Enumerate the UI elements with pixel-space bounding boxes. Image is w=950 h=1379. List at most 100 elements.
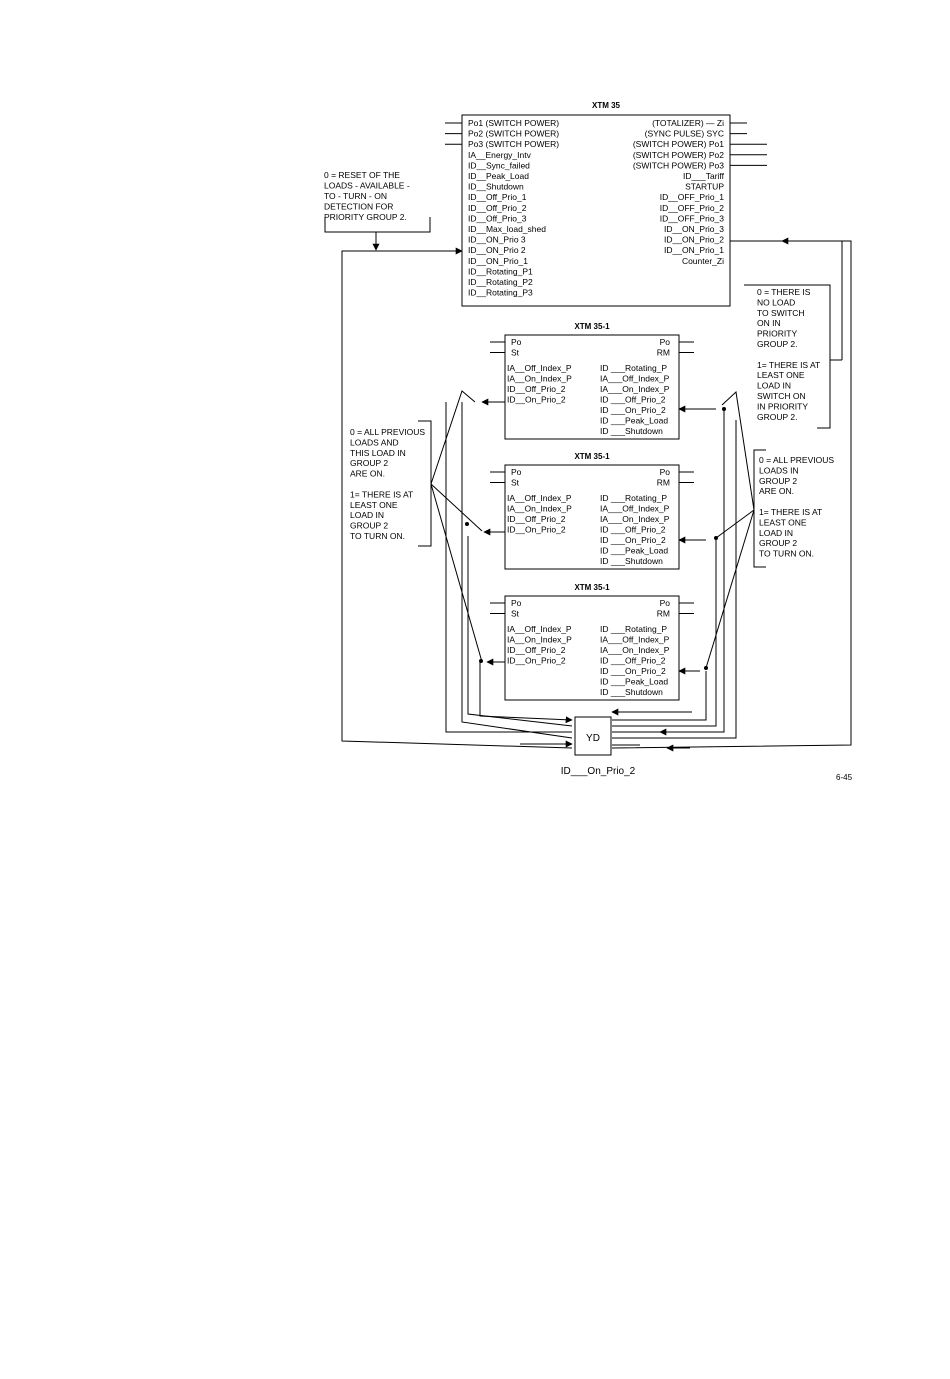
sub-right-pin-label: IA___On_Index_P: [600, 384, 670, 394]
yd-label: YD: [586, 733, 600, 744]
sub-block-title: XTM 35-1: [574, 452, 610, 461]
main-left-pin-label: ID__Sync_failed: [468, 160, 530, 170]
note-line: SWITCH ON: [757, 391, 806, 401]
junction-r2: [714, 536, 718, 540]
sub-left-pin-label: IA__On_Index_P: [507, 504, 572, 514]
main-right-pin-label: ID__ON_Prio_1: [664, 245, 724, 255]
sub-right-top-label: RM: [657, 348, 670, 358]
sub-block-frame: [504, 334, 680, 440]
sub-right-top-label: RM: [657, 478, 670, 488]
note-line: ARE ON.: [759, 486, 794, 496]
sub-right-pin-label: ID ___Off_Prio_2: [600, 656, 666, 666]
main-right-pin-label: Counter_Zi: [682, 256, 724, 266]
wire-l2: [430, 483, 483, 532]
note-line: TO TURN ON.: [350, 531, 405, 541]
sub-left-top-label: Po: [511, 467, 522, 477]
sub-block-frame: [504, 464, 680, 570]
sub-right-pin-label: ID ___Shutdown: [600, 556, 663, 566]
main-left-pin-label: ID__Rotating_P2: [468, 277, 533, 287]
sub-left-pin-label: ID__Off_Prio_2: [507, 384, 566, 394]
sub-right-pin-label: ID ___Rotating_P: [600, 624, 667, 634]
main-right-pin-label: (TOTALIZER) — Zi: [652, 118, 724, 128]
main-left-pin-label: ID__Off_Prio_2: [468, 203, 527, 213]
note-line: ARE ON.: [350, 469, 385, 479]
wire-lc3: [467, 536, 573, 727]
sub-left-pin-label: IA__Off_Index_P: [507, 624, 572, 634]
main-right-pin-label: (SYNC PULSE) SYC: [645, 129, 724, 139]
wire-rc3: [612, 540, 717, 727]
sub-left-pin-label: ID__On_Prio_2: [507, 395, 566, 405]
note-line: LOAD IN: [757, 381, 791, 391]
note-line: 1= THERE IS AT: [757, 360, 820, 370]
sub-right-pin-label: ID ___Peak_Load: [600, 677, 668, 687]
junction-r3: [704, 666, 708, 670]
sub-block: XTM 35-1PoStPoRMIA__Off_Index_PIA__On_In…: [490, 452, 694, 570]
sub-right-pin-label: ID ___Rotating_P: [600, 363, 667, 373]
note-line: LOAD IN: [759, 528, 793, 538]
sub-block-title: XTM 35-1: [574, 583, 610, 592]
note-line: LEAST ONE: [757, 370, 805, 380]
wire-rc1: [612, 409, 725, 733]
note-line: GROUP 2: [759, 476, 797, 486]
sub-block: XTM 35-1PoStPoRMIA__Off_Index_PIA__On_In…: [490, 583, 694, 701]
yd-box: [574, 716, 612, 756]
main-left-pin-label: ID__Rotating_P3: [468, 288, 533, 298]
sub-right-pin-label: ID ___Off_Prio_2: [600, 525, 666, 535]
note-left-mid-bracket: [418, 420, 432, 547]
note-line: 0 = RESET OF THE: [324, 170, 400, 180]
note-line: TO TURN ON.: [759, 549, 814, 559]
note-line: IN PRIORITY: [757, 401, 808, 411]
sub-right-pin-label: ID ___Peak_Load: [600, 416, 668, 426]
wire-r2: [715, 509, 755, 539]
sub-left-pin-label: ID__Off_Prio_2: [507, 645, 566, 655]
main-block-left-pins: Po1 (SWITCH POWER)Po2 (SWITCH POWER)Po3 …: [445, 118, 559, 298]
wire-l1: [430, 390, 476, 485]
note-line: 0 = ALL PREVIOUS: [759, 455, 834, 465]
main-right-pin-label: (SWITCH POWER) Po3: [633, 160, 724, 170]
note-line: LOADS AND: [350, 437, 399, 447]
wire-outer-left: [341, 247, 573, 749]
main-right-pin-label: (SWITCH POWER) Po2: [633, 150, 724, 160]
main-left-pin-label: ID__Shutdown: [468, 182, 524, 192]
sub-right-pin-label: ID ___Peak_Load: [600, 546, 668, 556]
main-right-pin-label: ID__OFF_Prio_2: [660, 203, 725, 213]
main-left-pin-label: Po2 (SWITCH POWER): [468, 129, 559, 139]
junction-l2: [465, 522, 469, 526]
note-line: 1= THERE IS AT: [350, 489, 413, 499]
sub-right-pin-label: ID ___On_Prio_2: [600, 666, 666, 676]
note-reset-bracket: [324, 217, 431, 233]
main-left-pin-label: ID__ON_Prio 2: [468, 245, 526, 255]
main-left-pin-label: Po1 (SWITCH POWER): [468, 118, 559, 128]
main-right-pin-label: ID__ON_Prio_2: [664, 235, 724, 245]
note-line: 0 = THERE IS: [757, 287, 811, 297]
sub-right-pin-label: ID ___Rotating_P: [600, 493, 667, 503]
sub-left-pin-label: IA__On_Index_P: [507, 374, 572, 384]
wire-r1: [721, 390, 755, 511]
sub-left-pin-label: IA__Off_Index_P: [507, 493, 572, 503]
note-line: DETECTION FOR: [324, 202, 393, 212]
note-line: TO - TURN - ON: [324, 191, 387, 201]
main-left-pin-label: ID__Off_Prio_3: [468, 213, 527, 223]
note-line: GROUP 2.: [757, 339, 797, 349]
main-block-title: XTM 35: [592, 101, 621, 110]
main-left-pin-label: Po3 (SWITCH POWER): [468, 139, 559, 149]
main-left-pin-label: ID__ON_Prio 3: [468, 235, 526, 245]
sub-right-pin-label: ID ___On_Prio_2: [600, 405, 666, 415]
sub-right-top-label: Po: [660, 467, 671, 477]
main-right-pin-label: ID___Tariff: [683, 171, 725, 181]
wire-rc2: [612, 420, 737, 739]
main-left-pin-label: ID__Peak_Load: [468, 171, 529, 181]
note-line: TO SWITCH: [757, 308, 805, 318]
main-block-frame: [461, 114, 731, 307]
note-line: LOAD IN: [350, 510, 384, 520]
sub-left-pin-label: IA__On_Index_P: [507, 635, 572, 645]
sub-blocks: XTM 35-1PoStPoRMIA__Off_Index_PIA__On_In…: [490, 322, 694, 701]
sub-left-top-label: St: [511, 348, 520, 358]
note-line: LEAST ONE: [350, 500, 398, 510]
sub-right-pin-label: ID ___Shutdown: [600, 426, 663, 436]
main-right-pin-label: ID__OFF_Prio_3: [660, 213, 725, 223]
main-block: XTM 35 Po1 (SWITCH POWER)Po2 (SWITCH POW…: [445, 101, 767, 307]
